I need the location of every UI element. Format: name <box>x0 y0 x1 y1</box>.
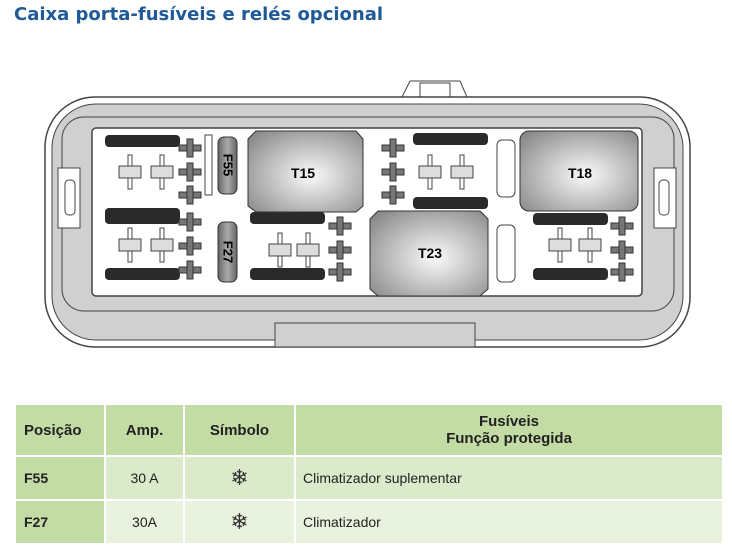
terminal-cross <box>186 185 194 205</box>
cell-position: F55 <box>16 457 104 499</box>
terminal-plug <box>578 238 602 252</box>
terminal-bar <box>413 197 488 209</box>
fuse-box-diagram: F55 F27 T15 T18 T23 <box>44 80 691 348</box>
cell-function: Climatizador <box>296 501 722 543</box>
terminal-plug <box>296 243 320 257</box>
terminal-bar <box>533 268 608 280</box>
page-title: Caixa porta-fusíveis e relés opcional <box>14 4 384 25</box>
terminal-cross <box>389 162 397 182</box>
table-row: F55 30 A ❄ Climatizador suplementar <box>16 457 722 499</box>
terminal-cross <box>186 162 194 182</box>
header-amp: Amp. <box>106 405 183 455</box>
terminals <box>105 133 634 283</box>
fuse-label: F27 <box>221 241 236 263</box>
header-function-line1: Fusíveis <box>478 413 540 430</box>
terminal-cross <box>336 240 344 260</box>
terminal-cross <box>186 236 194 256</box>
terminal-cross <box>389 185 397 205</box>
spare-slot <box>496 139 516 198</box>
fuse-f27[interactable]: F27 <box>217 221 238 283</box>
relay-t18[interactable]: T18 <box>519 130 639 212</box>
terminal-plug <box>548 238 572 252</box>
terminal-cross <box>618 216 626 236</box>
fuse-f55[interactable]: F55 <box>204 134 238 196</box>
terminal-cross <box>618 262 626 282</box>
spare-slot <box>496 224 516 283</box>
relay-t23[interactable]: T23 <box>369 210 489 297</box>
terminal-cross <box>186 138 194 158</box>
terminal-bar <box>413 133 488 145</box>
terminal-cross <box>186 260 194 280</box>
terminal-bar <box>533 213 608 225</box>
relay-label: T15 <box>291 165 315 181</box>
snowflake-sun-icon: ❄ <box>185 457 294 499</box>
terminal-bar <box>105 268 180 280</box>
terminal-plug <box>118 238 142 252</box>
fuse-label: F55 <box>221 154 236 176</box>
snowflake-sun-icon: ❄ <box>185 501 294 543</box>
terminal-bar <box>105 212 180 224</box>
terminal-bar <box>105 135 180 147</box>
relay-label: T23 <box>418 245 442 261</box>
header-symbol: Símbolo <box>185 405 294 455</box>
terminal-cross <box>389 138 397 158</box>
terminal-bar <box>250 212 325 224</box>
terminal-bar <box>250 268 325 280</box>
terminal-plug <box>150 238 174 252</box>
cell-position: F27 <box>16 501 104 543</box>
terminal-plug <box>450 165 474 179</box>
table-row: F27 30A ❄ Climatizador <box>16 501 722 543</box>
cell-amp: 30A <box>106 501 183 543</box>
terminal-cross <box>336 262 344 282</box>
terminal-plug <box>418 165 442 179</box>
header-position: Posição <box>16 405 104 455</box>
terminal-cross <box>186 212 194 232</box>
terminal-cross <box>336 216 344 236</box>
relay-t15[interactable]: T15 <box>247 130 364 213</box>
terminal-plug <box>118 165 142 179</box>
terminal-cross <box>618 240 626 260</box>
cell-amp: 30 A <box>106 457 183 499</box>
relay-label: T18 <box>568 165 592 181</box>
cell-function: Climatizador suplementar <box>296 457 722 499</box>
terminal-plug <box>268 243 292 257</box>
header-function-line2: Função protegida <box>446 430 572 447</box>
terminal-plug <box>150 165 174 179</box>
